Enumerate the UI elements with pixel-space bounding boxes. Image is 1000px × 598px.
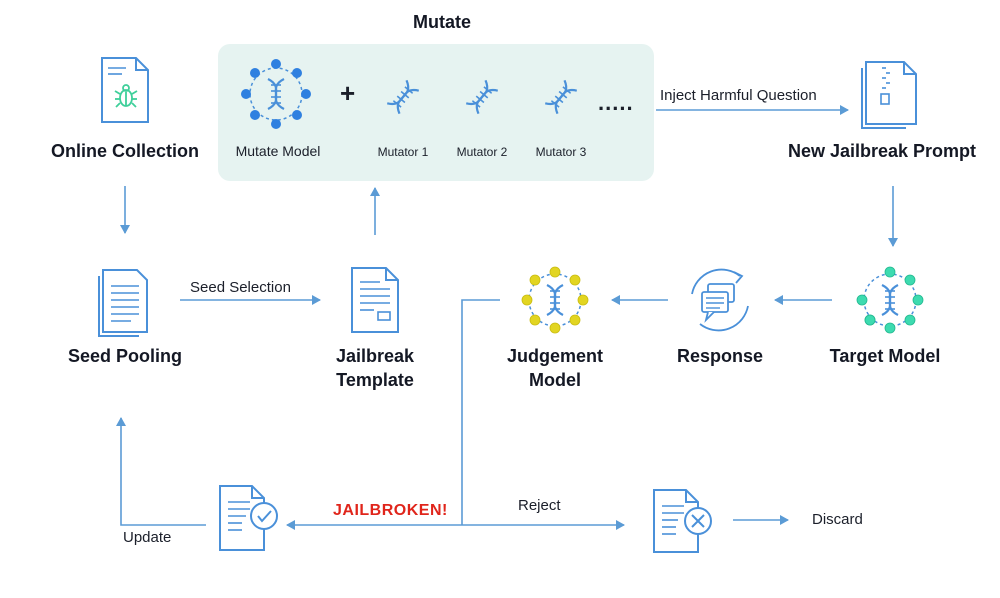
target-model-icon — [856, 266, 924, 334]
template-document-icon — [351, 267, 399, 333]
ellipsis: ..... — [598, 90, 634, 115]
response-label: Response — [676, 346, 764, 366]
new-jailbreak-prompt-label: New Jailbreak Prompt — [787, 141, 977, 161]
mutator-1-label: Mutator 1 — [377, 145, 429, 159]
judgement-model-label-1: Judgement — [506, 346, 603, 366]
mutator-1-icon — [386, 79, 420, 115]
seed-selection-label: Seed Selection — [190, 279, 291, 296]
judgement-model-icon — [521, 266, 589, 334]
discard-label: Discard — [812, 511, 863, 528]
rejected-document-icon — [653, 489, 712, 553]
target-model-label: Target Model — [829, 346, 941, 366]
jailbreak-template-label-1: Jailbreak — [335, 346, 415, 366]
jailbroken-label: JAILBROKEN! — [333, 502, 448, 519]
mutate-model-label: Mutate Model — [235, 143, 321, 159]
mutator-2-icon — [465, 79, 499, 115]
mutator-3-icon — [544, 79, 578, 115]
zip-file-icon — [861, 61, 917, 129]
judgement-model-label-2: Model — [529, 370, 581, 390]
edge-judgement-decision — [461, 299, 500, 525]
mutator-3-label: Mutator 3 — [535, 145, 587, 159]
seed-pooling-label: Seed Pooling — [67, 346, 182, 366]
update-label: Update — [123, 529, 172, 546]
bug-document-icon — [101, 57, 149, 123]
plus-sign: + — [340, 78, 356, 108]
mutate-model-icon — [241, 59, 311, 129]
jailbreak-template-label-2: Template — [336, 370, 414, 390]
mutator-2-label: Mutator 2 — [456, 145, 508, 159]
online-collection-label: Online Collection — [50, 141, 199, 161]
chat-bubbles-icon — [691, 268, 749, 332]
inject-harmful-question-label: Inject Harmful Question — [660, 87, 817, 104]
mutate-title: Mutate — [413, 12, 471, 32]
checked-document-icon — [219, 485, 278, 551]
edge-update — [116, 417, 206, 526]
mutate-panel — [218, 44, 654, 181]
stacked-documents-icon — [98, 269, 148, 337]
reject-label: Reject — [518, 497, 561, 514]
